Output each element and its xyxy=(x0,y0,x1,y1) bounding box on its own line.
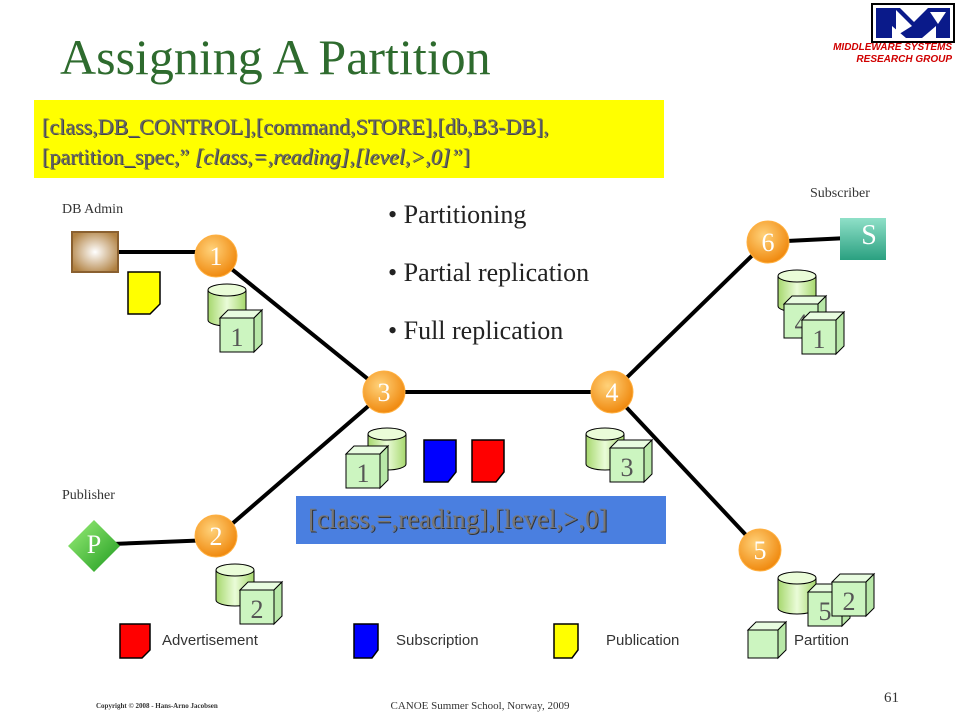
page-number: 61 xyxy=(884,690,899,706)
legend-advertisement-icon xyxy=(119,623,151,659)
publisher-icon xyxy=(68,520,120,572)
subscriber-label: Subscriber xyxy=(810,186,870,201)
broker-node-1: 1 xyxy=(194,234,238,278)
partition-filter-box: [class,=,reading],[level,>,0] xyxy=(296,496,666,544)
partition-label: 1 xyxy=(813,325,826,354)
legend-publication-label: Publication xyxy=(606,632,680,649)
legend-subscription-icon xyxy=(353,623,379,659)
legend xyxy=(119,620,788,660)
link-1-3 xyxy=(216,256,386,394)
logo-text: MIDDLEWARE SYSTEMS RESEARCH GROUP xyxy=(833,42,952,65)
broker-node-5: 5 xyxy=(738,528,782,572)
bullet-item: • Partitioning xyxy=(388,200,527,229)
link-4-6 xyxy=(610,240,768,394)
legend-partition-icon xyxy=(746,620,788,660)
subscriber-icon xyxy=(840,218,886,260)
partition-store-node2: 2 xyxy=(215,563,284,626)
partition-label: 1 xyxy=(357,459,370,488)
copyright: Copyright © 2008 - Hans-Arno Jacobsen xyxy=(96,702,218,710)
advertisement-icon xyxy=(471,439,505,483)
partition-label: 3 xyxy=(621,453,634,482)
message-line-2: [partition_spec,” [class,=,reading],[lev… xyxy=(42,144,470,169)
broker-node-2: 2 xyxy=(194,514,238,558)
partition-store-node6: 41 xyxy=(777,269,846,356)
db-admin-icon xyxy=(71,231,119,273)
broker-node-label: 6 xyxy=(762,228,775,257)
partition-label: 2 xyxy=(251,595,264,624)
partition-store-node1: 1 xyxy=(207,283,264,354)
bullet-item: • Partial replication xyxy=(388,258,590,287)
message-line-1: [class,DB_CONTROL],[command,STORE],[db,B… xyxy=(42,114,549,139)
broker-node-label: 2 xyxy=(210,522,223,551)
link-2-3 xyxy=(216,394,382,538)
broker-node-6: 6 xyxy=(746,220,790,264)
partition-store-node3: 1 xyxy=(344,427,407,490)
broker-node-label: 1 xyxy=(210,242,223,271)
legend-advertisement-label: Advertisement xyxy=(162,632,258,649)
legend-subscription-label: Subscription xyxy=(396,632,479,649)
partition-store-node4: 3 xyxy=(585,427,654,484)
footer-text: CANOE Summer School, Norway, 2009 xyxy=(390,700,570,712)
subscriber-letter: S xyxy=(861,220,877,251)
bullet-item: • Full replication xyxy=(388,316,564,345)
publisher-label: Publisher xyxy=(62,488,115,503)
partition-filter-text: [class,=,reading],[level,>,0] xyxy=(308,504,608,534)
broker-node-3: 3 xyxy=(362,370,406,414)
link-4-5 xyxy=(610,390,762,552)
subscription-icon xyxy=(423,439,457,483)
page-title: Assigning A Partition xyxy=(60,29,491,85)
control-message-box: [class,DB_CONTROL],[command,STORE],[db,B… xyxy=(34,100,664,178)
broker-node-label: 4 xyxy=(606,378,619,407)
partition-label: 5 xyxy=(819,597,832,626)
legend-partition-label: Partition xyxy=(794,632,850,649)
middleware-logo-icon xyxy=(871,3,955,43)
publication-note-icon xyxy=(127,271,161,315)
broker-node-label: 5 xyxy=(754,536,767,565)
broker-node-4: 4 xyxy=(590,370,634,414)
partition-label: 2 xyxy=(843,587,856,616)
legend-publication-icon xyxy=(553,623,579,659)
partition-label: 1 xyxy=(231,323,244,352)
publisher-letter: P xyxy=(86,530,102,559)
broker-node-label: 3 xyxy=(378,378,391,407)
db-admin-label: DB Admin xyxy=(62,202,124,217)
